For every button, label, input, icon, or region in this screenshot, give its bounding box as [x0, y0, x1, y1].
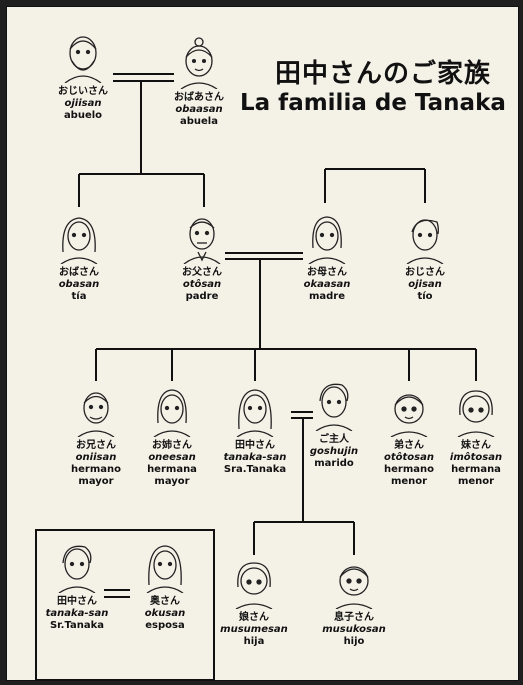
tree-connectors [78, 73, 477, 598]
imouto-jp: 妹さん [461, 440, 491, 451]
person-musume: 娘さん musumesan hija [214, 557, 294, 648]
musume-jp: 娘さん [239, 612, 269, 623]
family-tree-page: 田中さんのご家族 La familia de Tanaka おじいさん ojii… [6, 6, 519, 681]
oneesan-jp: お姉さん [152, 440, 192, 451]
person-okusan: 奥さん okusan esposa [125, 541, 205, 632]
obasan-es: tía [71, 291, 87, 302]
person-ojisan: おじさん ojisan tío [385, 212, 465, 303]
younger-sister-portrait-icon [457, 390, 495, 437]
okaasan-es: madre [308, 291, 346, 302]
oniisan-jp: お兄さん [76, 440, 116, 451]
person-obaasan: おばあさん obaasan abuela [159, 37, 239, 128]
goshujin-romaji: goshujin [309, 446, 359, 457]
musume-romaji: musumesan [220, 624, 288, 635]
person-goshujin: ご主人 goshujin marido [294, 379, 374, 470]
person-musuko: 息子さん musukosan hijo [314, 557, 394, 648]
imouto-romaji: imôtosan [449, 452, 503, 463]
imouto-es2: menor [457, 476, 495, 487]
person-otouto: 弟さん otôtosan hermano menor [369, 385, 449, 488]
mother-portrait-icon [308, 216, 346, 264]
musume-es: hija [243, 636, 265, 647]
older-sister-portrait-icon [153, 389, 191, 437]
okusan-romaji: okusan [144, 608, 186, 619]
obaasan-jp: おばあさん [174, 92, 224, 103]
otosan-romaji: otôsan [182, 279, 222, 290]
person-obasan: おばさん obasan tía [39, 212, 119, 303]
tanaka-es: Sra.Tanaka [223, 464, 287, 475]
musuko-es: hijo [343, 636, 365, 647]
otosan-es: padre [185, 291, 219, 302]
son-portrait-icon [335, 566, 373, 609]
otouto-es2: menor [390, 476, 428, 487]
aunt-portrait-icon [60, 217, 98, 264]
otouto-es: hermano [384, 464, 434, 475]
okaasan-romaji: okaasan [303, 279, 351, 290]
person-oneesan: お姉さん oneesan hermana mayor [132, 385, 212, 488]
person-imouto: 妹さん imôtosan hermana menor [436, 385, 516, 488]
otouto-jp: 弟さん [394, 440, 424, 451]
person-otosan: お父さん otôsan padre [162, 212, 242, 303]
goshujin-es: marido [314, 458, 354, 469]
tanaka-romaji: tanaka-san [223, 452, 287, 463]
ojiisan-romaji: ojiisan [64, 98, 102, 109]
person-ojiisan: おじいさん ojiisan abuelo [43, 31, 123, 122]
musuko-jp: 息子さん [334, 612, 374, 623]
daughter-portrait-icon [235, 562, 273, 609]
ojiisan-es: abuelo [63, 110, 103, 121]
older-brother-portrait-icon [77, 392, 115, 437]
title-japanese: 田中さんのご家族 [275, 59, 492, 89]
musuko-romaji: musukosan [322, 624, 386, 635]
ojisan-romaji: ojisan [408, 279, 442, 290]
oniisan-es: hermano [71, 464, 121, 475]
okaasan-jp: お母さん [307, 267, 347, 278]
tanaka-jp: 田中さん [235, 440, 275, 451]
ojisan-es: tío [417, 291, 433, 302]
box-tanaka-romaji: tanaka-san [45, 608, 109, 619]
mrs-tanaka-portrait-icon [236, 389, 274, 437]
imouto-es: hermana [451, 464, 501, 475]
title-spanish: La familia de Tanaka [240, 90, 506, 116]
uncle-portrait-icon [406, 219, 444, 264]
obaasan-es: abuela [180, 116, 218, 127]
person-okaasan: お母さん okaasan madre [287, 212, 367, 303]
husband-portrait-icon [315, 383, 353, 431]
goshujin-jp: ご主人 [319, 434, 349, 445]
grandfather-portrait-icon [64, 36, 102, 83]
okusan-jp: 奥さん [150, 596, 180, 607]
otouto-romaji: otôtosan [384, 452, 434, 463]
ojiisan-jp: おじいさん [58, 86, 108, 97]
mr-tanaka-portrait-icon [58, 545, 96, 593]
oneesan-es: hermana [147, 464, 197, 475]
ojisan-jp: おじさん [405, 267, 445, 278]
okusan-es: esposa [145, 620, 185, 631]
grandmother-portrait-icon [180, 37, 218, 89]
otosan-jp: お父さん [182, 267, 222, 278]
spouse-box [35, 529, 215, 681]
obasan-romaji: obasan [58, 279, 100, 290]
obasan-jp: おばさん [59, 267, 99, 278]
father-portrait-icon [183, 218, 221, 264]
box-tanaka-es: Sr.Tanaka [49, 620, 105, 631]
oneesan-romaji: oneesan [148, 452, 196, 463]
obaasan-romaji: obaasan [175, 104, 223, 115]
box-tanaka-jp: 田中さん [57, 596, 97, 607]
person-oniisan: お兄さん oniisan hermano mayor [56, 385, 136, 488]
oniisan-es2: mayor [78, 476, 114, 487]
wife-portrait-icon [146, 545, 184, 593]
oneesan-es2: mayor [154, 476, 190, 487]
younger-brother-portrait-icon [390, 394, 428, 437]
oniisan-romaji: oniisan [75, 452, 117, 463]
person-box-tanaka: 田中さん tanaka-san Sr.Tanaka [37, 541, 117, 632]
person-tanaka: 田中さん tanaka-san Sra.Tanaka [215, 385, 295, 476]
